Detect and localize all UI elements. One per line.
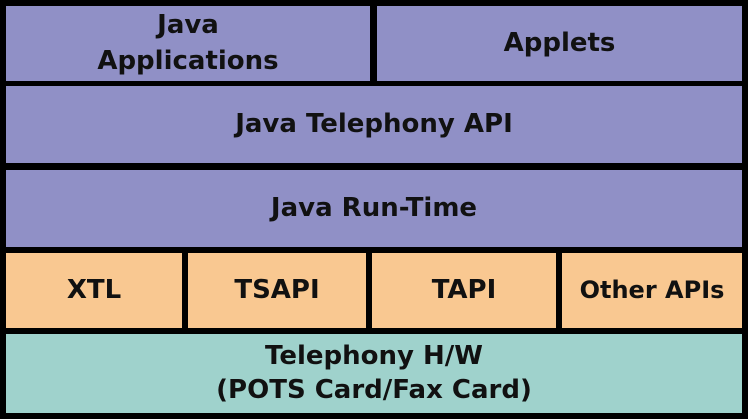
telephony-hardware-label-line2: (POTS Card/Fax Card) <box>216 374 532 405</box>
xtl-label: XTL <box>66 274 122 305</box>
tsapi-block: TSAPI <box>188 253 366 328</box>
other-apis-block: Other APIs <box>562 253 742 328</box>
tapi-block: TAPI <box>372 253 556 328</box>
applets-block: Applets <box>377 6 742 81</box>
telephony-hardware-label-line1: Telephony H/W <box>265 340 483 371</box>
java-telephony-api-block: Java Telephony API <box>6 86 742 163</box>
java-applications-label-line2: Applications <box>97 45 279 76</box>
applets-label: Applets <box>503 27 616 58</box>
java-applications-block: Java Applications <box>6 6 370 81</box>
java-applications-label-line1: Java <box>157 10 219 41</box>
java-telephony-api-label: Java Telephony API <box>235 108 513 139</box>
telephony-hardware-block: Telephony H/W (POTS Card/Fax Card) <box>6 334 742 413</box>
java-runtime-block: Java Run-Time <box>6 170 742 247</box>
java-runtime-label: Java Run-Time <box>270 192 478 223</box>
xtl-block: XTL <box>6 253 182 328</box>
tsapi-label: TSAPI <box>234 274 320 305</box>
other-apis-label: Other APIs <box>579 276 725 305</box>
tapi-label: TAPI <box>431 274 497 305</box>
